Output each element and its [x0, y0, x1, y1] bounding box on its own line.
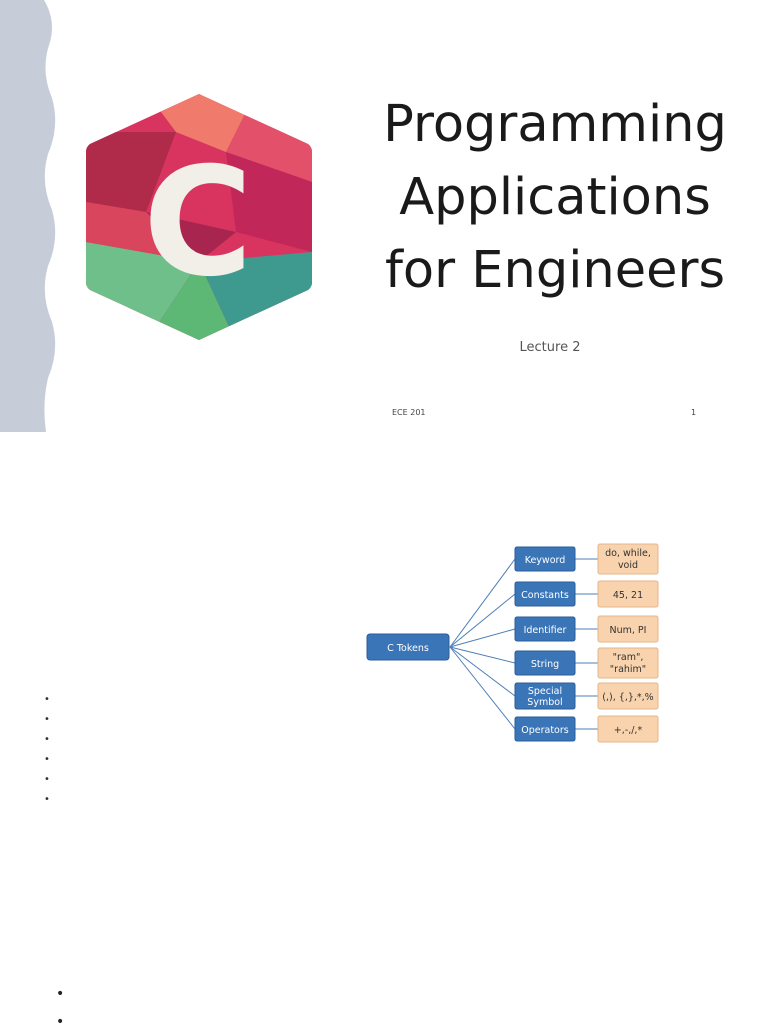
svg-text:(,), {,},*,%: (,), {,},*,% — [602, 692, 653, 703]
slide-subtitle: Lecture 2 — [519, 340, 581, 355]
title-line-2: Applications — [399, 168, 711, 227]
value-box-operators: +,-,/,* — [597, 715, 659, 743]
token-node-keyword: Keyword — [514, 546, 576, 572]
list-item: • — [44, 774, 50, 785]
list-item: • — [44, 754, 50, 765]
tokens-slide: C Tokens Keyword Constants Identifier St… — [0, 432, 768, 1030]
svg-text:void: void — [618, 560, 638, 571]
svg-text:"ram",: "ram", — [613, 652, 644, 663]
c-tokens-diagram: C Tokens Keyword Constants Identifier St… — [366, 543, 659, 743]
list-item: • — [44, 714, 50, 725]
footer-course-code: ECE 201 — [392, 408, 426, 417]
wavy-side-decoration — [0, 0, 56, 432]
title-line-1: Programming — [383, 95, 727, 154]
slide-title: Programming Applications for Engineers — [362, 88, 748, 307]
title-line-3: for Engineers — [384, 241, 726, 300]
c-language-logo: C — [86, 94, 312, 340]
value-box-special-symbol: (,), {,},*,% — [597, 682, 659, 710]
footer-page-number: 1 — [691, 408, 697, 417]
svg-text:Operators: Operators — [521, 725, 569, 736]
title-slide: C Programming Applications for Engineers… — [0, 0, 768, 432]
svg-text:45, 21: 45, 21 — [613, 590, 643, 601]
svg-text:"rahim": "rahim" — [610, 664, 646, 675]
svg-text:Identifier: Identifier — [524, 625, 567, 636]
list-item: • — [44, 734, 50, 745]
diagram-connectors — [449, 558, 598, 730]
token-node-special-symbol: Special Symbol — [514, 682, 576, 710]
svg-text:C Tokens: C Tokens — [387, 643, 429, 654]
value-box-constants: 45, 21 — [597, 580, 659, 608]
list-item: • — [44, 794, 50, 805]
list-item: • — [56, 986, 65, 1002]
value-box-keyword: do, while, void — [597, 543, 659, 575]
svg-text:Special: Special — [528, 686, 562, 697]
svg-text:do, while,: do, while, — [605, 548, 651, 559]
logo-letter: C — [143, 136, 253, 310]
svg-text:String: String — [531, 659, 559, 670]
bullet-list: • • • • • • — [44, 690, 50, 810]
token-node-identifier: Identifier — [514, 616, 576, 642]
svg-text:Symbol: Symbol — [527, 697, 562, 708]
root-node-c-tokens: C Tokens — [366, 633, 450, 661]
value-box-string: "ram", "rahim" — [597, 647, 659, 679]
token-node-string: String — [514, 650, 576, 676]
value-box-identifier: Num, PI — [597, 615, 659, 643]
svg-text:Num, PI: Num, PI — [610, 625, 647, 636]
svg-text:+,-,/,*: +,-,/,* — [614, 725, 643, 736]
token-node-constants: Constants — [514, 581, 576, 607]
token-node-operators: Operators — [514, 716, 576, 742]
list-item: • — [44, 694, 50, 705]
bullet-list-lower: • • — [56, 980, 64, 1036]
svg-text:Constants: Constants — [521, 590, 569, 601]
svg-text:Keyword: Keyword — [525, 555, 566, 566]
list-item: • — [56, 1014, 65, 1030]
